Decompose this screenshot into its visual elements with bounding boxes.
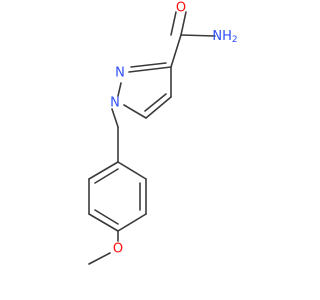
bond-13	[117, 161, 147, 180]
atom-label-amide-nitrogen-main: NH	[212, 29, 232, 44]
atom-label-pyrazole-n1: N	[110, 96, 120, 111]
bond-17	[88, 213, 119, 232]
bond-5	[130, 62, 167, 68]
bond-7	[145, 96, 172, 119]
atom-label-amide-nitrogen-subscript: 2	[232, 35, 238, 45]
bond-20	[88, 161, 119, 180]
atom-label-ether-oxygen: O	[113, 242, 123, 257]
atom-label-carbonyl-oxygen: O	[176, 1, 186, 16]
bond-group	[88, 11, 216, 265]
bond-0	[170, 34, 182, 68]
bond-9	[123, 104, 147, 119]
atom-label-pyrazole-n2: N	[115, 66, 125, 81]
bond-3	[180, 34, 216, 37]
bond-21	[94, 168, 119, 184]
bond-18	[94, 209, 119, 225]
bond-16	[117, 213, 147, 232]
bond-23	[88, 252, 111, 265]
bond-4	[128, 66, 172, 73]
atom-label-amide-nitrogen: NH2	[212, 29, 237, 46]
bond-1	[180, 11, 187, 36]
bond-11	[111, 108, 119, 128]
bond-8	[144, 93, 167, 112]
bond-2	[170, 11, 177, 36]
bond-10	[117, 82, 122, 97]
molecule-structure: O NH2 N N O	[88, 1, 238, 265]
